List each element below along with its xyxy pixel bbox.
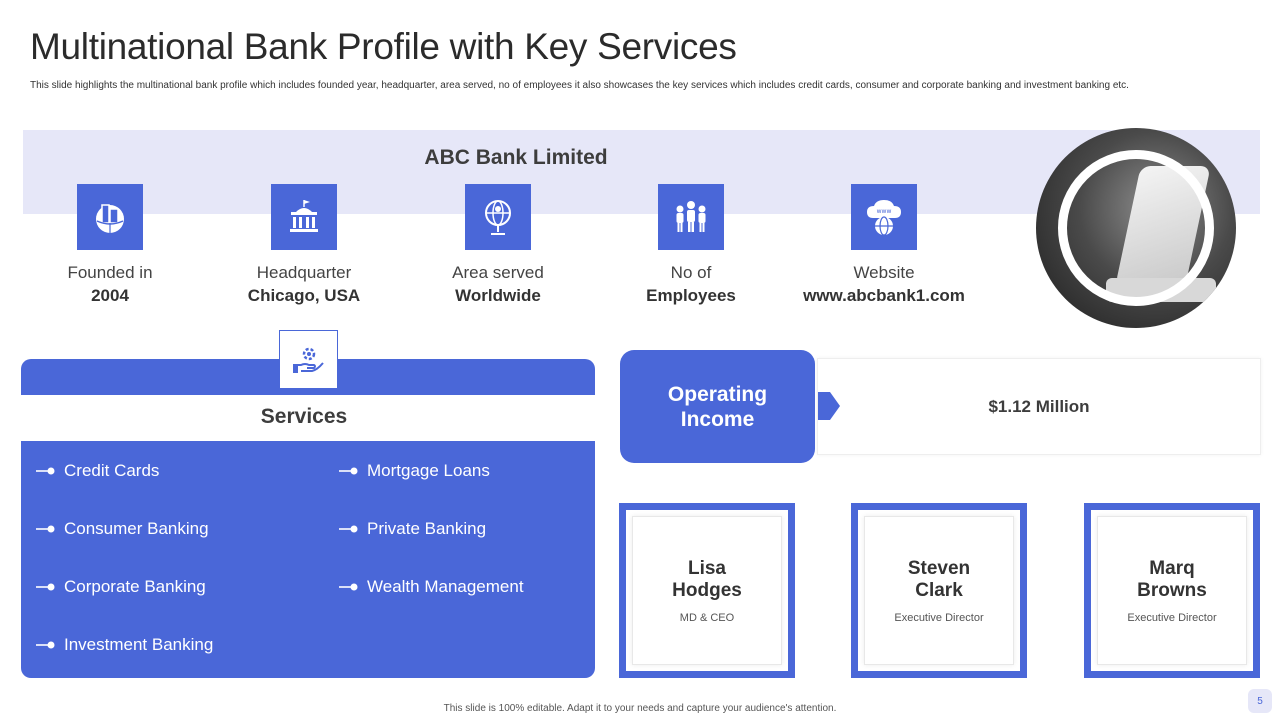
person-role: MD & CEO xyxy=(679,611,735,624)
service-label: Credit Cards xyxy=(64,461,160,480)
svg-text:www: www xyxy=(877,208,892,215)
service-item: Wealth Management xyxy=(339,577,524,597)
bank-building-icon xyxy=(271,184,337,250)
profile-label: Headquarter xyxy=(256,263,352,282)
person-card-inner: Steven Clark Executive Director xyxy=(864,516,1014,665)
building-globe-icon xyxy=(77,184,143,250)
profile-label: Founded in xyxy=(67,263,153,282)
services-title: Services xyxy=(260,405,348,428)
service-item: Mortgage Loans xyxy=(339,461,490,481)
service-item: Corporate Banking xyxy=(36,577,206,597)
person-role: Executive Director xyxy=(894,611,984,624)
person-name: Marq Browns xyxy=(1117,558,1227,602)
services-panel xyxy=(21,441,595,678)
person-card-lisa: Lisa Hodges MD & CEO xyxy=(619,503,795,678)
pointer-arrow-icon xyxy=(818,392,840,420)
profile-headquarter: Headquarter Chicago, USA xyxy=(209,184,399,307)
person-card-inner: Marq Browns Executive Director xyxy=(1097,516,1247,665)
service-label: Corporate Banking xyxy=(64,577,206,596)
service-item: Credit Cards xyxy=(36,461,159,481)
person-card-marq: Marq Browns Executive Director xyxy=(1084,503,1260,678)
person-first-name: Lisa xyxy=(687,557,727,579)
page-number: 5 xyxy=(1248,689,1272,713)
arrow-dot-icon xyxy=(36,581,56,593)
service-item: Consumer Banking xyxy=(36,519,209,539)
hand-gear-icon xyxy=(279,330,338,389)
arrow-dot-icon xyxy=(36,639,56,651)
service-item: Investment Banking xyxy=(36,635,213,655)
footer-note: This slide is 100% editable. Adapt it to… xyxy=(443,703,837,714)
person-first-name: Steven xyxy=(907,557,971,579)
photo-ring xyxy=(1058,150,1214,306)
operating-income-value: $1.12 Million xyxy=(817,358,1261,455)
person-card-steven: Steven Clark Executive Director xyxy=(851,503,1027,678)
operating-income-line2: Income xyxy=(680,407,755,431)
profile-value: Worldwide xyxy=(455,286,541,305)
pos-terminal-photo xyxy=(1036,128,1236,328)
profile-label: Area served xyxy=(452,263,544,282)
person-last-name: Browns xyxy=(1137,579,1207,601)
person-last-name: Hodges xyxy=(672,579,742,601)
arrow-dot-icon xyxy=(36,523,56,535)
profile-label: Website xyxy=(853,263,915,282)
profile-value: www.abcbank1.com xyxy=(803,286,965,305)
profile-employees: No of Employees xyxy=(596,184,786,307)
profile-label: No of xyxy=(670,263,712,282)
operating-income-label-box: Operating Income xyxy=(620,350,815,463)
person-role: Executive Director xyxy=(1127,611,1217,624)
service-label: Private Banking xyxy=(367,519,487,538)
people-group-icon xyxy=(658,184,724,250)
profile-value: Employees xyxy=(646,286,736,305)
profile-value: Chicago, USA xyxy=(247,286,361,305)
slide-title: Multinational Bank Profile with Key Serv… xyxy=(30,26,737,67)
person-last-name: Clark xyxy=(915,579,963,601)
service-label: Investment Banking xyxy=(64,635,214,654)
arrow-dot-icon xyxy=(339,581,359,593)
person-name: Lisa Hodges xyxy=(652,558,762,602)
arrow-dot-icon xyxy=(339,523,359,535)
service-label: Wealth Management xyxy=(367,577,524,596)
person-name: Steven Clark xyxy=(884,558,994,602)
profile-value: 2004 xyxy=(91,286,129,305)
arrow-dot-icon xyxy=(36,465,56,477)
service-item: Private Banking xyxy=(339,519,486,539)
slide-subtitle: This slide highlights the multinational … xyxy=(30,80,1129,91)
profile-founded: Founded in 2004 xyxy=(15,184,205,307)
profile-area: Area served Worldwide xyxy=(403,184,593,307)
profile-website: www Website www.abcbank1.com xyxy=(789,184,979,307)
bank-name: ABC Bank Limited xyxy=(424,146,608,169)
operating-income-line1: Operating xyxy=(667,382,768,406)
service-label: Mortgage Loans xyxy=(367,461,490,480)
www-cloud-icon: www xyxy=(851,184,917,250)
person-first-name: Marq xyxy=(1149,557,1195,579)
service-label: Consumer Banking xyxy=(64,519,209,538)
globe-pin-icon xyxy=(465,184,531,250)
person-card-inner: Lisa Hodges MD & CEO xyxy=(632,516,782,665)
arrow-dot-icon xyxy=(339,465,359,477)
